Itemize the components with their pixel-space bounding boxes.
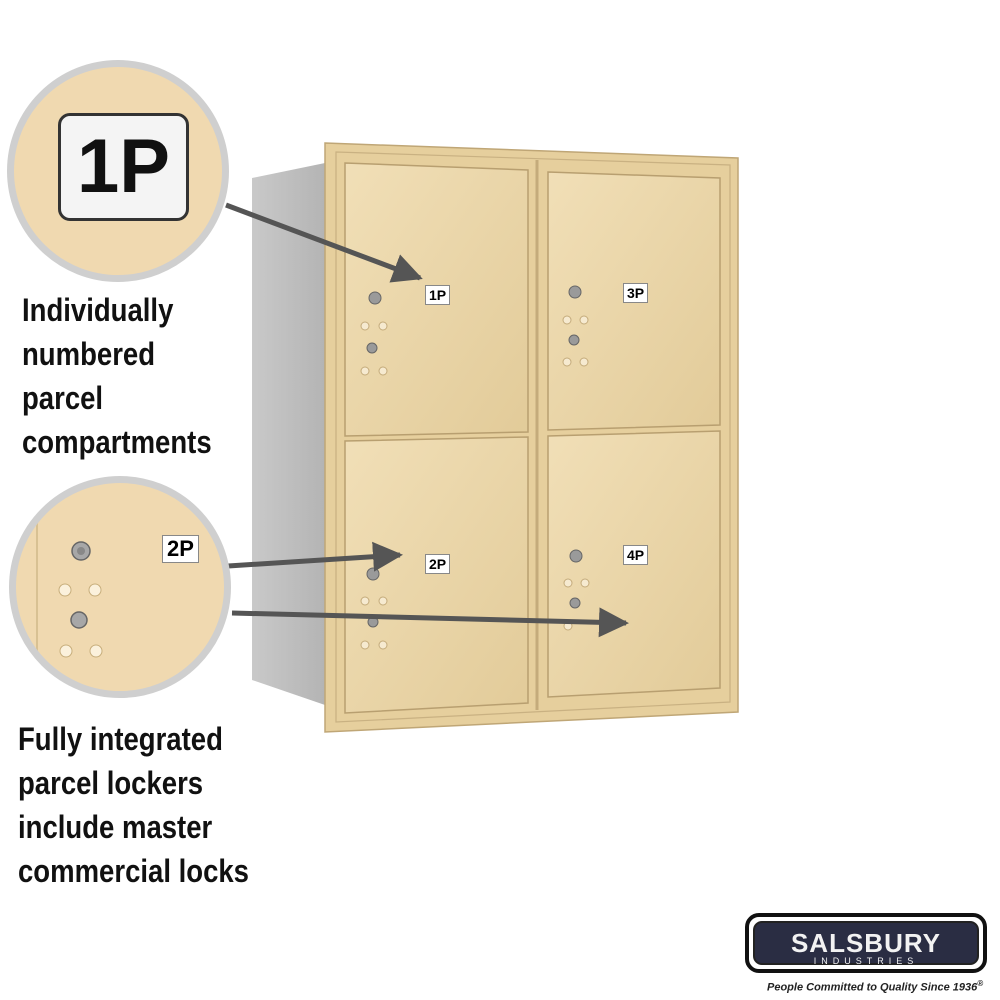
badge-label-2p: 2P [162,535,199,563]
dot-pattern [360,315,590,650]
caption-bottom: Fully integrated parcel lockers include … [18,721,249,889]
callout-circle-bottom: 2P [9,476,231,698]
compartment-tag-2p: 2P [425,554,451,574]
badge-label-1p: 1P [77,124,170,209]
brand-sub: INDUSTRIES [813,956,919,966]
arrow-middle [227,541,403,572]
brand-name: SALSBURY [790,928,942,958]
locker-side-panel [252,163,325,705]
lock-detail [58,541,103,658]
brand-tagline: People Committed to Quality Since 1936® [767,979,984,994]
number-badge-1p [58,113,189,221]
arrow-bottom [231,607,629,638]
compartment-tag-3p: 3P [623,283,649,303]
compartment-tag-4p: 4P [623,545,649,565]
arrow-top [225,202,423,283]
callout-circle-top: 1P [7,60,229,282]
caption-top: Individually numbered parcel compartment… [22,292,212,460]
lock-icon [366,285,583,628]
compartment-tag-1p: 1P [425,285,451,305]
door-2p [344,436,529,714]
salsbury-logo: SALSBURY INDUSTRIES [745,913,987,973]
